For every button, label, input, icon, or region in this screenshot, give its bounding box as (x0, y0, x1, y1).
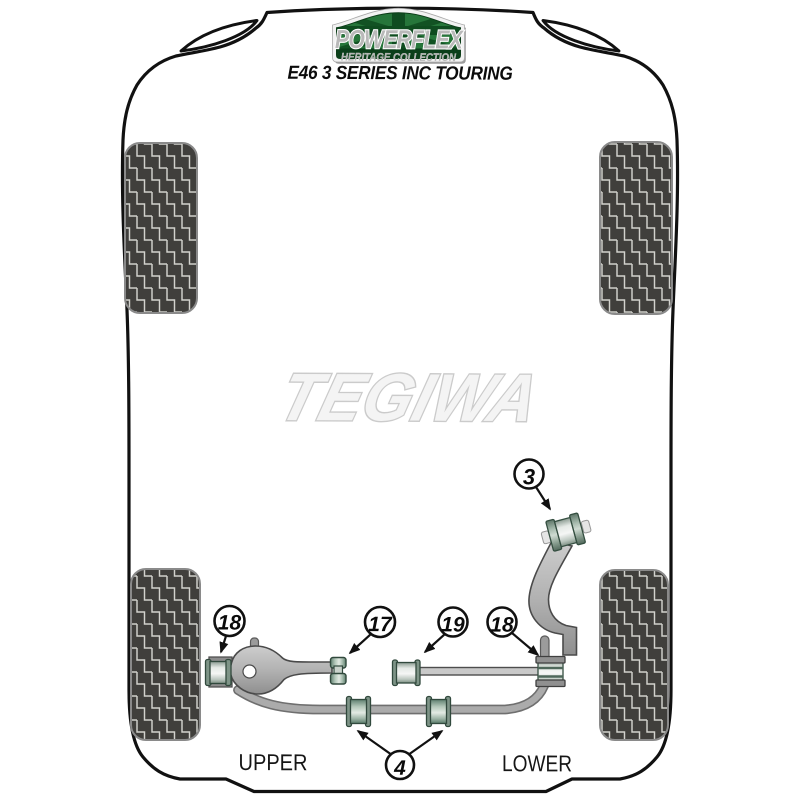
svg-text:POWERFLEX: POWERFLEX (335, 24, 464, 55)
svg-text:HERITAGE COLLECTION: HERITAGE COLLECTION (341, 51, 457, 64)
svg-text:UPPER: UPPER (239, 749, 308, 775)
svg-text:TEGIWA: TEGIWA (272, 360, 548, 436)
svg-text:19: 19 (441, 613, 465, 636)
svg-text:E46 3 SERIES INC TOURING: E46 3 SERIES INC TOURING (287, 63, 512, 85)
svg-text:17: 17 (368, 613, 393, 636)
svg-text:4: 4 (393, 757, 406, 780)
svg-text:18: 18 (218, 611, 242, 634)
svg-text:3: 3 (523, 464, 535, 489)
svg-text:LOWER: LOWER (502, 750, 572, 776)
svg-text:18: 18 (490, 614, 514, 637)
